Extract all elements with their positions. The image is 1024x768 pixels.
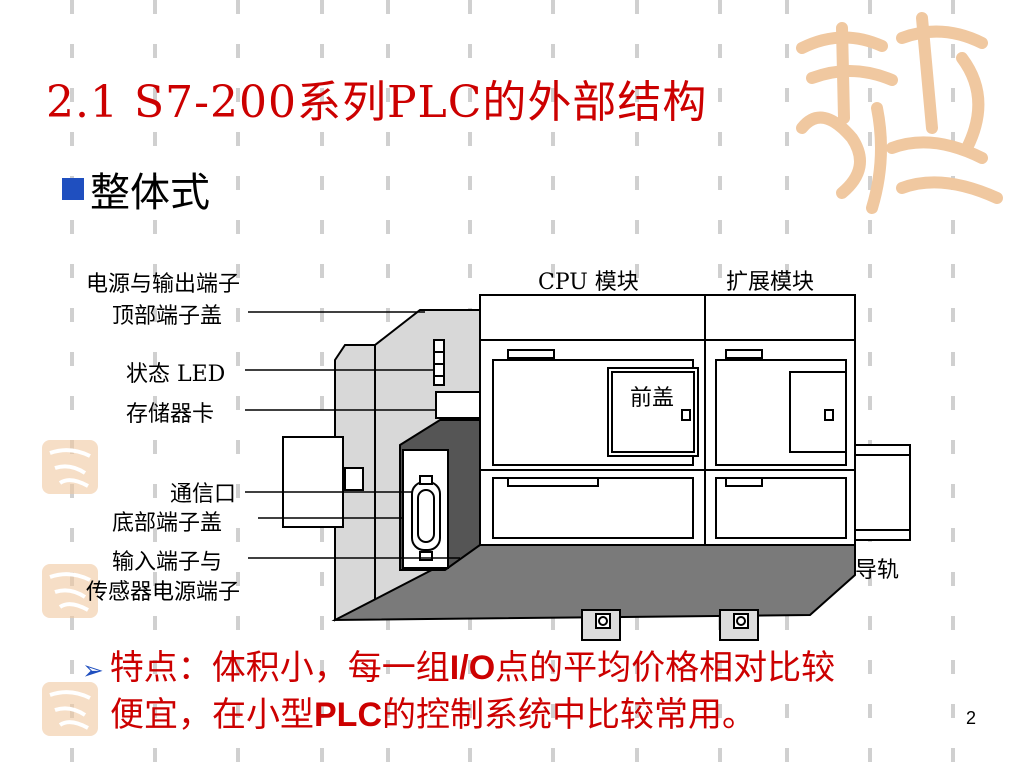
page-number: 2: [965, 708, 976, 728]
square-bullet-icon: [62, 178, 84, 200]
label-power-output-line1: 电源与输出端子: [86, 272, 241, 297]
label-rail: 导轨: [855, 558, 900, 583]
subtitle: 整体式: [62, 160, 210, 218]
feature-line-1: ➢特点：体积小，每一组I/O点的平均价格相对比较: [82, 646, 835, 693]
decorative-mini-seal-3: [42, 682, 98, 736]
subtitle-text: 整体式: [90, 170, 210, 216]
feature-line1-a: 特点：体积小，每一组: [109, 648, 450, 688]
label-input-line2: 传感器电源端子: [86, 580, 241, 605]
arrow-bullet-icon: ➢: [82, 656, 104, 686]
label-memory-card: 存储器卡: [126, 402, 215, 427]
label-comm-port: 通信口: [170, 482, 237, 507]
feature-line2-c: 的控制系统中比较常用。: [382, 695, 756, 735]
label-expansion-module: 扩展模块: [726, 270, 815, 295]
label-bottom-cover: 底部端子盖: [112, 511, 223, 536]
label-input-line1: 输入端子与: [112, 550, 223, 575]
label-status-led: 状态 LED: [126, 362, 226, 387]
decorative-mini-seal-1: [42, 440, 98, 494]
left-connector: [282, 436, 344, 528]
feature-text: ➢特点：体积小，每一组I/O点的平均价格相对比较 便宜，在小型PLC的控制系统中…: [82, 646, 835, 737]
page-title: 2.1 S7-200系列PLC的外部结构: [46, 77, 708, 128]
feature-line1-b: I/O: [449, 649, 496, 687]
feature-line-2: 便宜，在小型PLC的控制系统中比较常用。: [82, 693, 835, 737]
feature-line2-a: 便宜，在小型: [110, 695, 314, 735]
memory-card-slot: [435, 391, 481, 419]
label-power-output-line2: 顶部端子盖: [112, 304, 223, 329]
din-rail: [849, 444, 911, 541]
decorative-mini-seal-2: [42, 564, 98, 618]
label-front-cover: 前盖: [630, 386, 675, 411]
status-led-strip: [433, 339, 445, 386]
decorative-seal-logo: [796, 12, 1003, 214]
feature-line1-c: 点的平均价格相对比较: [495, 648, 836, 688]
label-cpu-module: CPU 模块: [538, 270, 639, 295]
feature-line2-b: PLC: [314, 696, 382, 734]
